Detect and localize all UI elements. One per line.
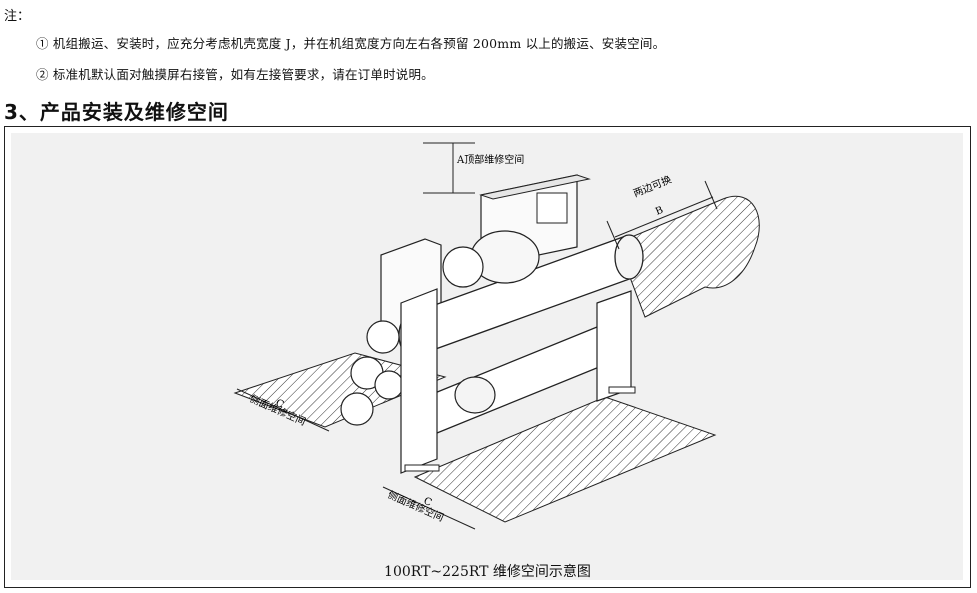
control-cabinet-top (479, 174, 591, 200)
label-swap-sides: 两边可换 (631, 173, 673, 200)
note-item-2: ② 标准机默认面对触摸屏右接管，如有左接管要求，请在订单时说明。 (36, 67, 434, 82)
front-side-space (413, 396, 717, 523)
label-dim-c-left: C (274, 398, 286, 411)
dim-b-ext-left (606, 220, 620, 250)
tube-pull-space (616, 196, 760, 318)
label-dim-b: B (654, 205, 665, 218)
label-dim-c-bottom: C (422, 496, 434, 509)
water-box-3 (340, 392, 374, 426)
upper-shell-end-right (614, 234, 644, 280)
dim-b-arrow (614, 196, 714, 238)
compressor-volute (442, 246, 484, 288)
note-item-1: ① 机组搬运、安装时，应充分考虑机壳宽度 J，并在机组宽度方向左右各预留 200… (36, 36, 666, 51)
section-heading: 3、产品安装及维修空间 (4, 100, 229, 124)
lower-shell-end (454, 376, 496, 414)
label-side-space-bottom: 侧面维修空间 (386, 488, 446, 524)
label-top-space: A顶部维修空间 (456, 153, 524, 166)
dim-b-ext-right (704, 180, 718, 210)
right-support-leg (596, 290, 632, 402)
chiller-diagram: A顶部维修空间 两边可换 B C 侧面维修空间 C 侧面维修空间 (233, 142, 760, 530)
cabinet-panel (536, 192, 568, 224)
foot-right (608, 386, 636, 394)
figure-frame: A顶部维修空间 两边可换 B C 侧面维修空间 C 侧面维修空间 100RT~2… (4, 126, 971, 588)
note-label: 注： (4, 9, 31, 24)
water-box-4 (374, 370, 404, 400)
left-tube-sheet (400, 288, 438, 474)
dim-c-bottom-arrow (382, 486, 476, 530)
dim-c-left-arrow (236, 388, 330, 432)
water-box-1 (366, 320, 400, 354)
foot-left (404, 464, 440, 472)
figure-caption: 100RT~225RT 维修空间示意图 (384, 564, 591, 580)
